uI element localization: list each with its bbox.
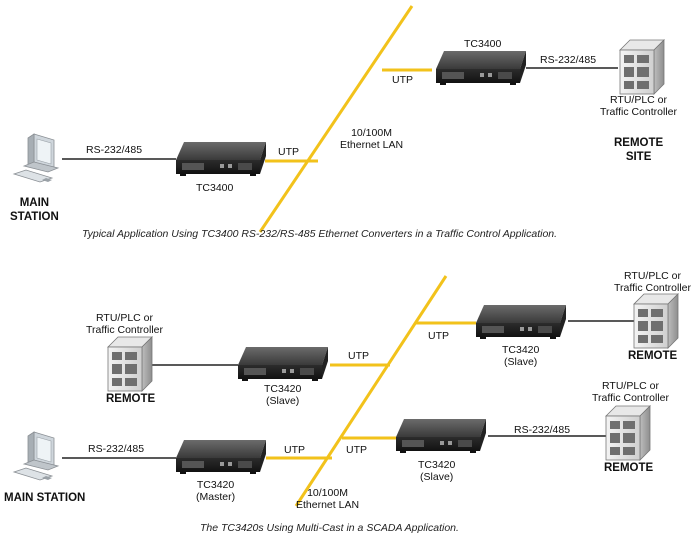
rtu-label-remote-left: RTU/PLC or Traffic Controller bbox=[86, 312, 163, 336]
device-role: (Slave) bbox=[266, 395, 300, 407]
rtu-label-remote-bottom-right: RTU/PLC or Traffic Controller bbox=[592, 380, 669, 404]
utp-label-lower-right: UTP bbox=[346, 444, 367, 456]
utp-label-top-right: UTP bbox=[392, 74, 413, 86]
caption-bottom: The TC3420s Using Multi-Cast in a SCADA … bbox=[200, 522, 459, 534]
remote-label-top-right: REMOTE bbox=[628, 350, 678, 362]
rs232-label-master: RS-232/485 bbox=[88, 443, 145, 455]
utp-label-top-left: UTP bbox=[278, 146, 299, 158]
lan-label-line1: 10/100M bbox=[351, 127, 392, 139]
remote-label-bottom-right: REMOTE bbox=[604, 462, 654, 474]
rtu-label-line1: RTU/PLC or bbox=[602, 380, 660, 392]
device-role: (Master) bbox=[196, 491, 236, 503]
lan-backbone-bottom bbox=[294, 275, 448, 507]
rtu-server-icon bbox=[107, 336, 153, 392]
main-station-line2: STATION bbox=[10, 211, 59, 223]
rtu-label-line2: Traffic Controller bbox=[600, 106, 678, 118]
device-label-slave-left: TC3420 (Slave) bbox=[264, 383, 301, 407]
main-station-label-bottom: MAIN STATION bbox=[4, 492, 86, 504]
lan-backbone-top bbox=[258, 5, 414, 233]
rtu-label-line2: Traffic Controller bbox=[614, 282, 692, 294]
lan-label-line1: 10/100M bbox=[307, 487, 348, 499]
remote-site-line2: SITE bbox=[625, 151, 652, 163]
lan-label-line2: Ethernet LAN bbox=[296, 499, 360, 511]
remote-label-left: REMOTE bbox=[106, 393, 156, 405]
rtu-label-line2: Traffic Controller bbox=[86, 324, 164, 336]
device-label-slave-top-right: TC3420 (Slave) bbox=[502, 344, 539, 368]
device-label-slave-lower-right: TC3420 (Slave) bbox=[418, 459, 455, 483]
converter-device-slave-top-right bbox=[476, 305, 566, 339]
utp-label-upper-right: UTP bbox=[428, 330, 449, 342]
workstation-icon bbox=[13, 133, 59, 183]
rtu-server-icon bbox=[633, 293, 679, 349]
device-role: (Slave) bbox=[504, 356, 538, 368]
rtu-label-line2: Traffic Controller bbox=[592, 392, 670, 404]
lan-label-line2: Ethernet LAN bbox=[340, 139, 404, 151]
rtu-label-line1: RTU/PLC or bbox=[96, 312, 154, 324]
caption-top: Typical Application Using TC3400 RS-232/… bbox=[82, 228, 558, 240]
device-label-top-right: TC3400 bbox=[464, 38, 502, 50]
main-station-label-top: MAIN STATION bbox=[10, 196, 59, 224]
rtu-label-line1: RTU/PLC or bbox=[624, 270, 682, 282]
remote-site-label: REMOTE SITE bbox=[614, 136, 663, 164]
device-role: (Slave) bbox=[420, 471, 454, 483]
rs232-label-remote-bottom-right: RS-232/485 bbox=[514, 424, 571, 436]
converter-device-slave-lower-right bbox=[396, 419, 486, 453]
device-name: TC3420 bbox=[196, 479, 235, 491]
rs232-label-top-left: RS-232/485 bbox=[86, 144, 143, 156]
device-name: TC3420 bbox=[264, 383, 302, 395]
lan-label-bottom: 10/100M Ethernet LAN bbox=[296, 487, 359, 511]
converter-device-tc3400-right bbox=[436, 51, 526, 85]
utp-label-lower-left: UTP bbox=[284, 444, 305, 456]
device-name: TC3420 bbox=[502, 344, 540, 356]
device-label-top-left: TC3400 bbox=[196, 182, 234, 194]
workstation-icon bbox=[13, 431, 59, 481]
rs232-label-top-right: RS-232/485 bbox=[540, 54, 597, 66]
device-label-master: TC3420 (Master) bbox=[196, 479, 235, 503]
lan-label-top: 10/100M Ethernet LAN bbox=[340, 127, 403, 151]
converter-device-master bbox=[176, 440, 266, 474]
converter-device-tc3400-left bbox=[176, 142, 266, 176]
remote-site-line1: REMOTE bbox=[614, 137, 664, 149]
utp-label-upper-left: UTP bbox=[348, 350, 369, 362]
rtu-label-top: RTU/PLC or Traffic Controller bbox=[600, 94, 677, 118]
rtu-label-line1: RTU/PLC or bbox=[610, 94, 668, 106]
main-station-line1: MAIN bbox=[19, 197, 50, 209]
rtu-server-icon bbox=[619, 39, 665, 95]
converter-device-slave-left bbox=[238, 347, 328, 381]
rtu-server-icon bbox=[605, 405, 651, 461]
device-name: TC3420 bbox=[418, 459, 456, 471]
rtu-label-remote-top-right: RTU/PLC or Traffic Controller bbox=[614, 270, 691, 294]
